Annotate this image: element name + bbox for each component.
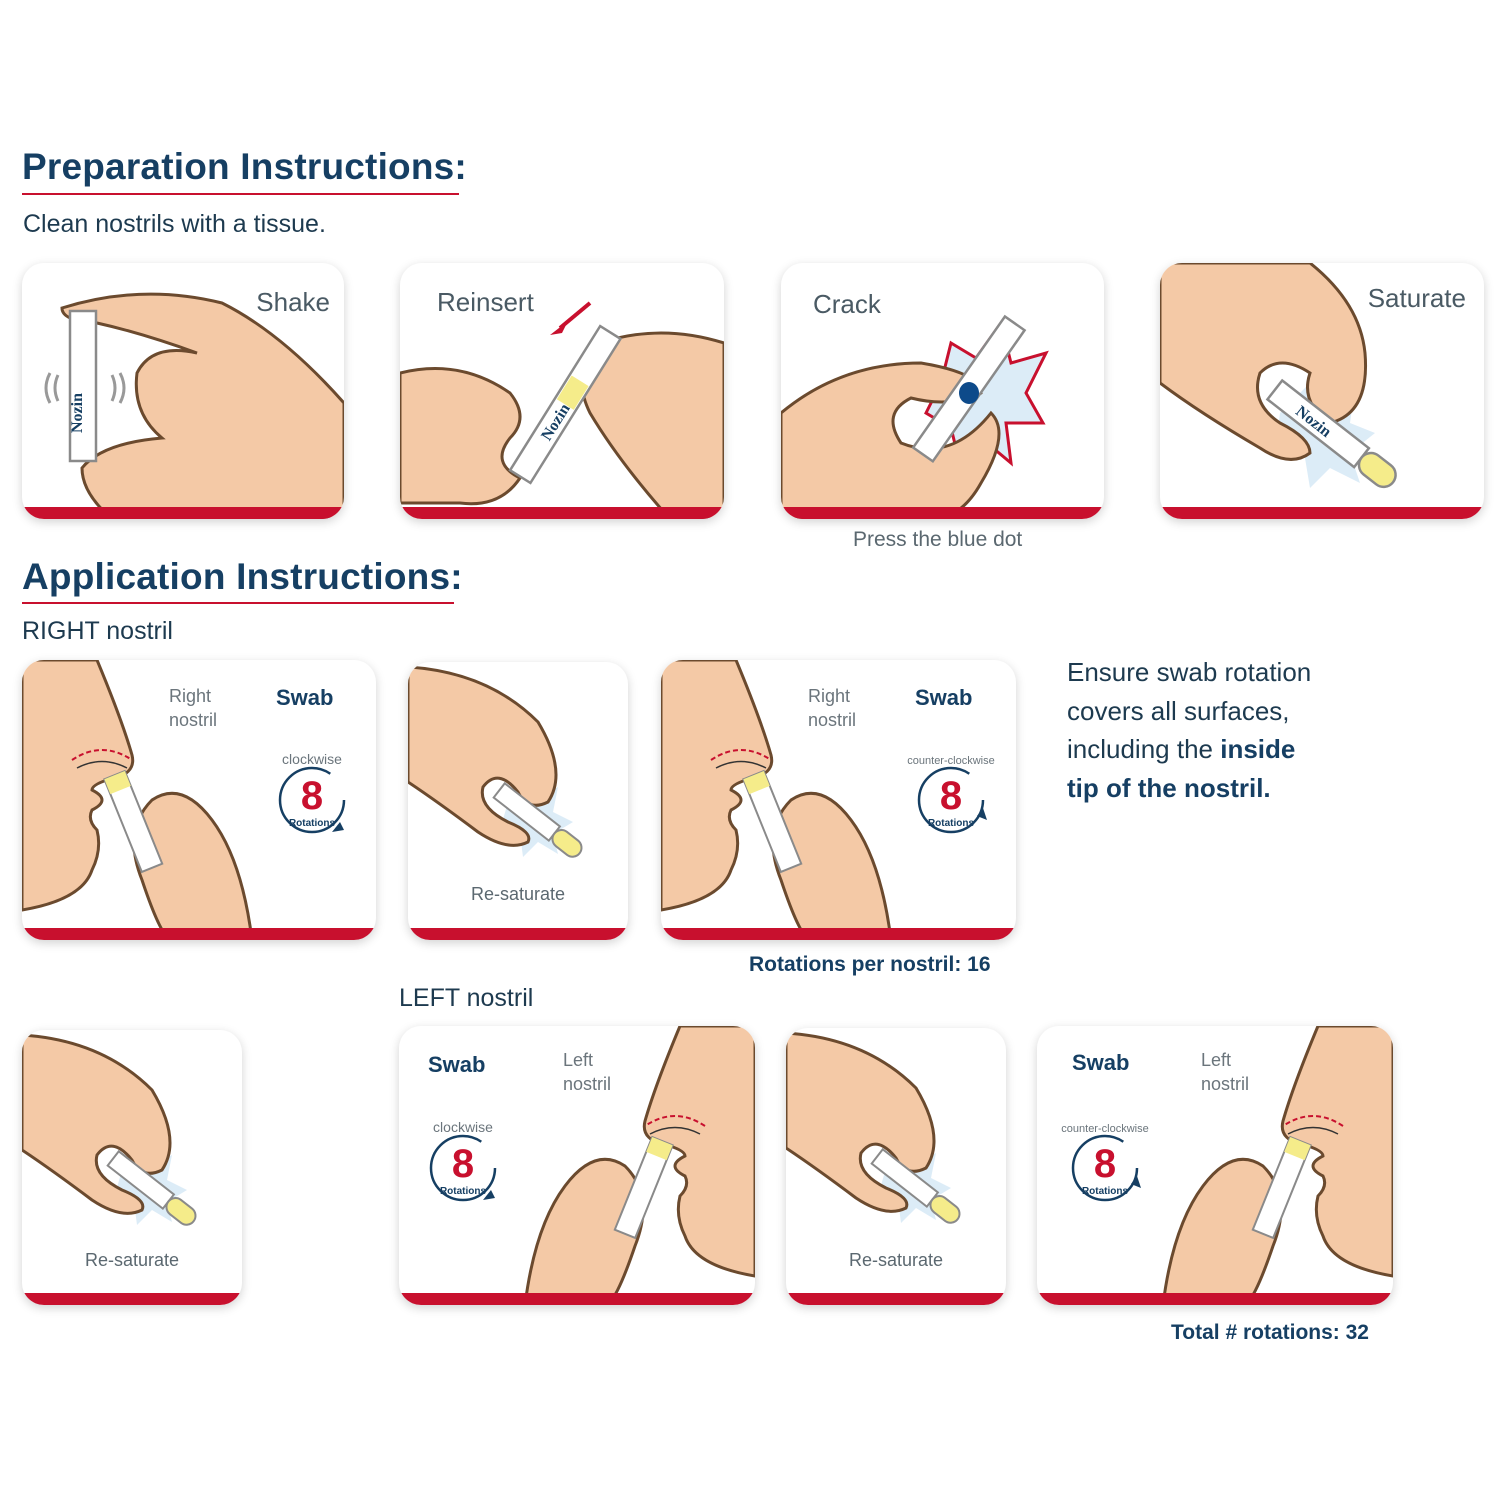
step-label-shake: Shake: [256, 287, 330, 317]
nostril-label: Right nostril: [808, 684, 856, 732]
resaturate-label: Re-saturate: [848, 1250, 944, 1270]
nostril-label-line1: Left: [1201, 1050, 1232, 1070]
swab-title: Swab: [1072, 1050, 1130, 1075]
right-nostril-heading: RIGHT nostril: [22, 617, 173, 645]
direction-label: clockwise: [433, 1119, 493, 1135]
rotations-unit: Rotations: [1082, 1186, 1129, 1197]
right-resaturate-card: Re-saturate: [408, 662, 628, 940]
rotation-count: 8: [1093, 1142, 1117, 1186]
step-label-saturate: Saturate: [1367, 283, 1466, 313]
rotations-unit: Rotations: [928, 818, 975, 829]
hand-resaturating-swab-icon: [22, 1033, 197, 1226]
preparation-heading-underline: [22, 193, 459, 195]
note-line-1: Ensure swab rotation: [1067, 657, 1312, 687]
note-line-2: covers all surfaces,: [1067, 695, 1290, 726]
resaturate-label: Re-saturate: [84, 1250, 180, 1270]
preparation-subtitle: Clean nostrils with a tissue.: [23, 210, 326, 238]
application-heading: Application Instructions:: [22, 556, 463, 597]
face-nose-swab-right-icon: [661, 660, 893, 940]
nostril-label: Right nostril: [169, 684, 217, 732]
nostril-label-line2: nostril: [808, 710, 857, 730]
rotations-per-nostril: Rotations per nostril: 16: [749, 953, 991, 976]
nostril-label-line2: nostril: [1201, 1074, 1250, 1094]
note-line-4: tip of the nostril.: [1067, 769, 1407, 808]
step-card-crack: Crack: [781, 263, 1104, 519]
nostril-label-line1: Right: [169, 686, 212, 706]
rotation-badge-counterclockwise: counter-clockwise Rotations 8: [901, 750, 1001, 850]
rotation-count: 8: [451, 1142, 475, 1186]
left-nostril-heading: LEFT nostril: [399, 984, 534, 1012]
direction-label: clockwise: [282, 751, 342, 767]
hands-reinserting-swab-icon: Nozin: [400, 301, 724, 519]
left-resaturate-card: Re-saturate: [786, 1028, 1006, 1305]
note-line-3-regular: including the: [1067, 734, 1221, 764]
step-label-reinsert: Reinsert: [437, 287, 534, 317]
right-swab-counterclockwise-card: Right nostril Swab counter-clockwise Rot…: [661, 660, 1016, 940]
hand-holding-saturated-swab-icon: Nozin: [1160, 263, 1397, 489]
swab-title: Swab: [276, 685, 334, 710]
counterclockwise-arrow-icon: counter-clockwise Rotations: [907, 755, 995, 834]
application-heading-underline: [22, 602, 454, 604]
step-label-crack: Crack: [813, 289, 881, 319]
face-nose-swab-left-icon: [1161, 1026, 1393, 1305]
face-nose-swab-right-icon: [22, 660, 254, 940]
hand-resaturating-swab-icon: [786, 1031, 961, 1224]
hand-cracking-ampule-icon: [781, 314, 1049, 519]
nostril-label-line1: Left: [563, 1050, 594, 1070]
rotation-badge-counterclockwise: counter-clockwise Rotations 8: [1055, 1118, 1155, 1218]
left-swab-counterclockwise-card: Swab Left nostril counter-clockwise Rota…: [1037, 1026, 1393, 1305]
left-resaturate-before-card: Re-saturate: [22, 1030, 242, 1305]
direction-label: counter-clockwise: [907, 755, 994, 767]
right-swab-clockwise-card: Right nostril Swab clockwise Rotations 8: [22, 660, 376, 940]
rotation-badge-clockwise: clockwise Rotations 8: [262, 750, 362, 850]
nostril-label-line2: nostril: [563, 1074, 612, 1094]
step-card-saturate: Nozin Saturate: [1160, 263, 1484, 519]
note-line-4-bold: tip of the nostril.: [1067, 772, 1271, 803]
resaturate-label: Re-saturate: [470, 884, 566, 904]
nostril-label-line1: Right: [808, 686, 851, 706]
swab-coverage-note: Ensure swab rotation covers all surfaces…: [1067, 653, 1407, 807]
left-swab-clockwise-card: Swab Left nostril clockwise Rotations 8: [399, 1026, 755, 1305]
swab-title: Swab: [428, 1052, 486, 1077]
hand-shaking-swab-tube-icon: Nozin: [44, 292, 344, 519]
nostril-label-line2: nostril: [169, 710, 218, 730]
preparation-heading: Preparation Instructions:: [22, 146, 467, 187]
crack-caption: Press the blue dot: [853, 528, 1023, 551]
rotation-count: 8: [300, 774, 324, 818]
nostril-label: Left nostril: [563, 1048, 611, 1096]
step-card-shake: Nozin Shake: [22, 263, 344, 519]
clockwise-arrow-icon: clockwise Rotations: [429, 1119, 497, 1202]
rotations-unit: Rotations: [289, 818, 336, 829]
rotations-unit: Rotations: [440, 1186, 487, 1197]
counterclockwise-arrow-icon: counter-clockwise Rotations: [1061, 1123, 1149, 1202]
svg-text:Nozin: Nozin: [69, 393, 86, 433]
step-card-reinsert: Nozin Reinsert: [400, 263, 724, 519]
total-rotations: Total # rotations: 32: [1171, 1321, 1369, 1344]
hand-resaturating-swab-icon: [408, 665, 583, 858]
rotation-badge-clockwise: clockwise Rotations 8: [413, 1118, 513, 1218]
note-line-3: including the inside: [1067, 730, 1407, 769]
note-line-3-bold: inside: [1220, 734, 1296, 764]
rotation-count: 8: [939, 774, 963, 818]
swab-title: Swab: [915, 685, 973, 710]
face-nose-swab-left-icon: [523, 1026, 755, 1305]
direction-label: counter-clockwise: [1061, 1123, 1148, 1135]
clockwise-arrow-icon: clockwise Rotations: [278, 751, 346, 834]
nostril-label: Left nostril: [1201, 1048, 1249, 1096]
